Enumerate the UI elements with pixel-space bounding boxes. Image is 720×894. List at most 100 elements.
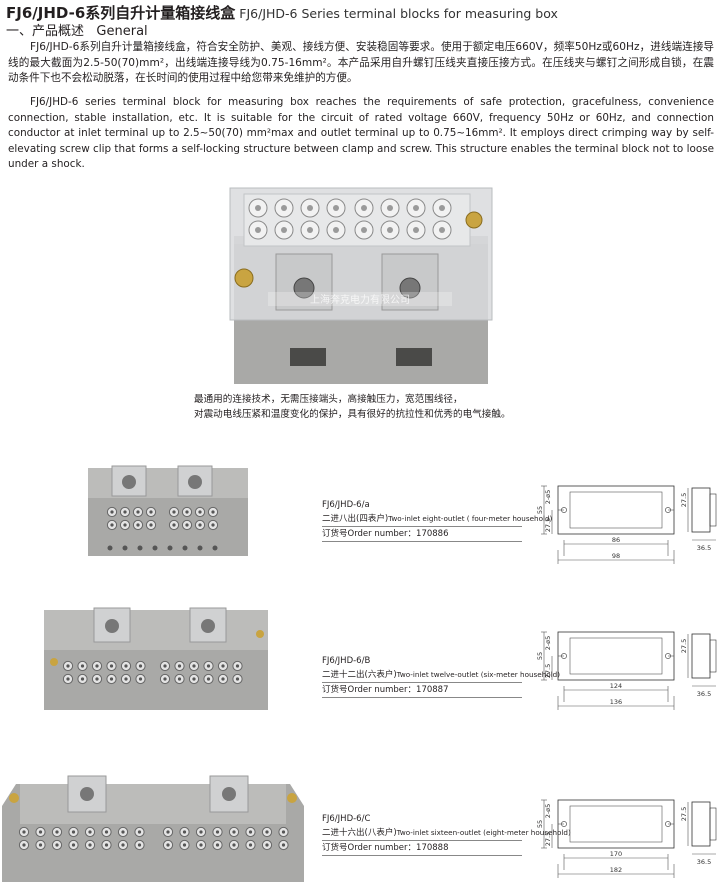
- outlet-hole: [182, 545, 188, 551]
- dimension-label: 182: [610, 866, 622, 874]
- hero-inlet-screw-right: [399, 277, 421, 299]
- section-heading-cn: 一、产品概述: [6, 24, 85, 39]
- outlet-screw-center: [232, 843, 236, 847]
- product-b-desc-en: Two-inlet twelve-outlet (six-meter house…: [396, 670, 561, 679]
- outlet-screw-center: [71, 830, 76, 834]
- outline-body: [557, 799, 675, 849]
- product-c-inlet-screw-right: [222, 787, 236, 801]
- product-b-model: FJ6/JHD-6/B: [322, 656, 371, 666]
- hero-outlet-screw-center: [333, 227, 339, 233]
- outlet-screw-center: [110, 523, 114, 527]
- hero-brass-screw-right: [465, 211, 483, 229]
- outlet-screw-center: [265, 830, 269, 834]
- outlet-screw-center: [215, 843, 220, 847]
- side-view: [691, 633, 711, 679]
- product-a-outlet-screws: [106, 506, 219, 531]
- hero-outlet-screw-center: [255, 205, 261, 211]
- product-b-brass-right: [256, 630, 264, 638]
- outlet-screw-center: [66, 677, 70, 681]
- outlet-hole: [122, 545, 128, 551]
- hero-watermark-band: [268, 292, 452, 306]
- outlet-hole: [197, 545, 203, 551]
- dimension-label: 27.5: [680, 639, 688, 653]
- hero-outlet-screw-center: [307, 205, 313, 211]
- outlet-screw-center: [104, 830, 109, 834]
- outline-body: [557, 485, 675, 535]
- dimension-label: 36.5: [697, 690, 711, 698]
- product-a-image: [88, 465, 248, 556]
- outlet-screw-center: [55, 843, 59, 847]
- outlet-screw-center: [248, 843, 253, 847]
- product-b-inlet-screw-right: [201, 619, 215, 633]
- outlet-screw-center: [185, 523, 189, 527]
- outlet-screw-center: [215, 830, 220, 834]
- side-view-cover: [709, 639, 717, 673]
- section-heading: 一、产品概述 General: [6, 20, 148, 39]
- outlet-screw-center: [198, 510, 202, 514]
- hero-outlet-screw-center: [439, 227, 445, 233]
- outlet-screw-center: [199, 843, 203, 847]
- outlet-screw-center: [235, 677, 240, 681]
- dimension-label: 2-ø5: [544, 490, 552, 505]
- outlet-screw-center: [124, 677, 128, 681]
- dimension-label: 27.5: [544, 832, 552, 846]
- outlet-screw-center: [211, 523, 215, 527]
- hero-outlet-screw-center: [333, 205, 339, 211]
- outlet-screw-center: [136, 523, 140, 527]
- hero-caption-line1: 最通用的连接技术，无需压接端头，高接触压力，宽范围线径，: [194, 394, 463, 405]
- hero-brass-screw-left: [234, 268, 254, 288]
- hero-outlet-screw-center: [387, 227, 393, 233]
- intro-paragraph-cn: FJ6/JHD-6系列自升计量箱接线盒，符合安全防护、美观、接线方便、安装稳固等…: [8, 41, 714, 84]
- outlet-screw-center: [109, 677, 114, 681]
- outlet-screw-center: [177, 677, 182, 681]
- dimension-label: 2-ø5: [544, 804, 552, 819]
- outlet-screw-center: [121, 843, 125, 847]
- product-c-image: [2, 775, 304, 882]
- product-c-brass-left: [9, 793, 19, 803]
- product-a-inlet-screw-right: [188, 475, 202, 489]
- hero-outlet-screws: [248, 198, 452, 240]
- product-b-inlet-screw-left: [105, 619, 119, 633]
- outlet-screw-center: [138, 664, 143, 668]
- hero-outlet-slot-right: [396, 348, 432, 366]
- outlet-screw-center: [265, 843, 269, 847]
- dimension-label: 36.5: [697, 858, 711, 866]
- product-c-desc-cn: 二进十六出(八表户): [322, 828, 397, 838]
- product-c-label: FJ6/JHD-6/C 二进十六出(八表户)Two-inlet sixteen-…: [322, 812, 571, 856]
- hero-product-image: 上海奔克电力有限公司: [229, 187, 493, 384]
- outlet-screw-center: [166, 830, 170, 834]
- title-cn: FJ6/JHD-6系列自升计量箱接线盒: [6, 4, 236, 22]
- outlet-screw-center: [71, 843, 76, 847]
- product-b-order-label: 订货号Order number：: [322, 685, 417, 695]
- product-c-brass-right: [287, 793, 297, 803]
- product-c-desc-en: Two-inlet sixteen-outlet (eight-meter ho…: [396, 828, 571, 837]
- outline-inner: [569, 491, 663, 529]
- outlet-screw-center: [221, 664, 225, 668]
- hero-outlet-slot-left: [290, 348, 326, 366]
- product-c-order-number: 170888: [416, 843, 449, 853]
- outlet-screw-center: [137, 843, 142, 847]
- outlet-screw-center: [163, 664, 167, 668]
- outlet-screw-center: [95, 664, 99, 668]
- hero-outlet-screw-center: [307, 227, 313, 233]
- outlet-screw-center: [55, 830, 59, 834]
- dimension-label: 170: [610, 850, 622, 858]
- hero-caption-line2: 对震动电线压紧和温度变化的保护，具有很好的抗拉性和优秀的电气接触。: [194, 409, 511, 420]
- section-heading-en: General: [96, 24, 148, 39]
- outlet-screw-center: [123, 523, 127, 527]
- outlet-screw-center: [121, 830, 125, 834]
- outlet-screw-center: [104, 843, 109, 847]
- product-a-outlet-holes: [107, 545, 218, 551]
- outlet-screw-center: [138, 677, 143, 681]
- intro-paragraph-en: FJ6/JHD-6 series terminal block for meas…: [8, 96, 714, 170]
- dimension-label: 124: [610, 682, 622, 690]
- product-b-desc-cn: 二进十二出(六表户): [322, 670, 397, 680]
- outlet-screw-center: [185, 510, 189, 514]
- outlet-screw-center: [206, 664, 211, 668]
- outline-body: [557, 631, 675, 681]
- dimension-label: 27.5: [544, 664, 552, 678]
- outlet-screw-center: [22, 843, 26, 847]
- outlet-screw-center: [124, 664, 128, 668]
